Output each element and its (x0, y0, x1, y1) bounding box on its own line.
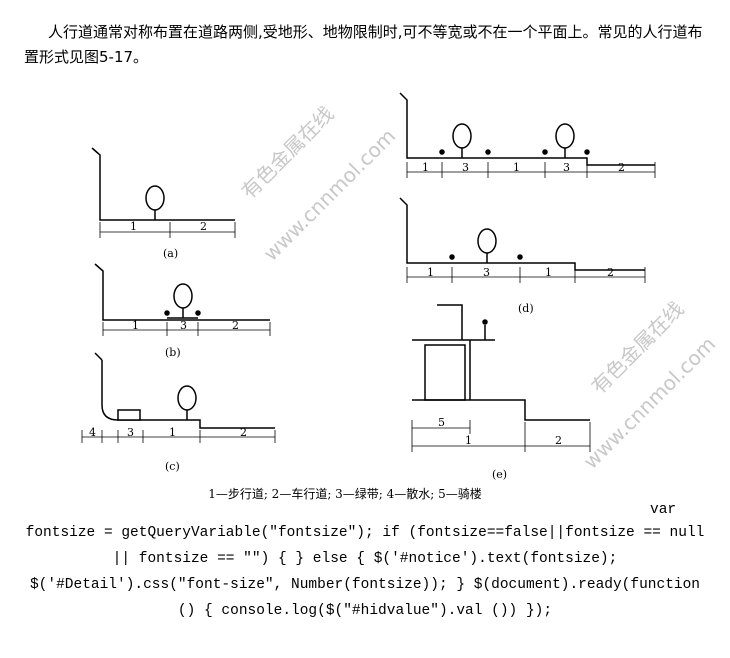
diagram-b (94, 263, 271, 336)
svg-text:1: 1 (465, 434, 472, 447)
svg-text:1: 1 (422, 161, 429, 174)
svg-text:1: 1 (513, 161, 520, 174)
svg-text:1: 1 (132, 319, 139, 332)
svg-text:2: 2 (618, 161, 625, 174)
svg-text:2: 2 (232, 319, 239, 332)
svg-text:3: 3 (483, 266, 490, 279)
diagram-d-top (399, 92, 656, 178)
svg-text:5: 5 (438, 416, 445, 429)
svg-text:1: 1 (169, 426, 176, 439)
svg-text:1: 1 (427, 266, 434, 279)
svg-text:3: 3 (180, 319, 187, 332)
svg-text:4: 4 (89, 426, 96, 439)
diagram-c (81, 352, 276, 443)
svg-text:(e): (e) (492, 468, 507, 481)
svg-text:2: 2 (555, 434, 562, 447)
svg-text:2: 2 (607, 266, 614, 279)
diagram-d-bottom (399, 197, 646, 283)
diagram-a (91, 147, 236, 238)
svg-text:3: 3 (462, 161, 469, 174)
svg-text:3: 3 (127, 426, 134, 439)
svg-text:2: 2 (240, 426, 247, 439)
svg-text:(d): (d) (518, 302, 534, 315)
svg-text:1: 1 (130, 220, 137, 233)
svg-text:(b): (b) (165, 346, 181, 359)
code-body: fontsize = getQueryVariable("fontsize");… (25, 525, 705, 619)
intro-paragraph: 人行道通常对称布置在道路两侧,受地形、地物限制时,可不等宽或不在一个平面上。常见… (24, 23, 703, 66)
svg-text:2: 2 (200, 220, 207, 233)
diagram-e (411, 304, 591, 452)
script-text: fontsize = getQueryVariable("fontsize");… (20, 520, 710, 624)
code-var: var (650, 502, 677, 518)
svg-text:3: 3 (563, 161, 570, 174)
svg-text:www.cnnmol.com: www.cnnmol.com (579, 332, 721, 474)
svg-text:1: 1 (545, 266, 552, 279)
svg-text:(a): (a) (163, 247, 178, 260)
figure-caption: 1—步行道; 2—车行道; 3—绿带; 4—散水; 5—骑楼 (208, 487, 482, 501)
svg-text:(c): (c) (165, 460, 180, 473)
sidewalk-layout-figure: 有色金属在线 www.cnnmol.com 有色金属在线 www.cnnmol.… (81, 92, 721, 481)
